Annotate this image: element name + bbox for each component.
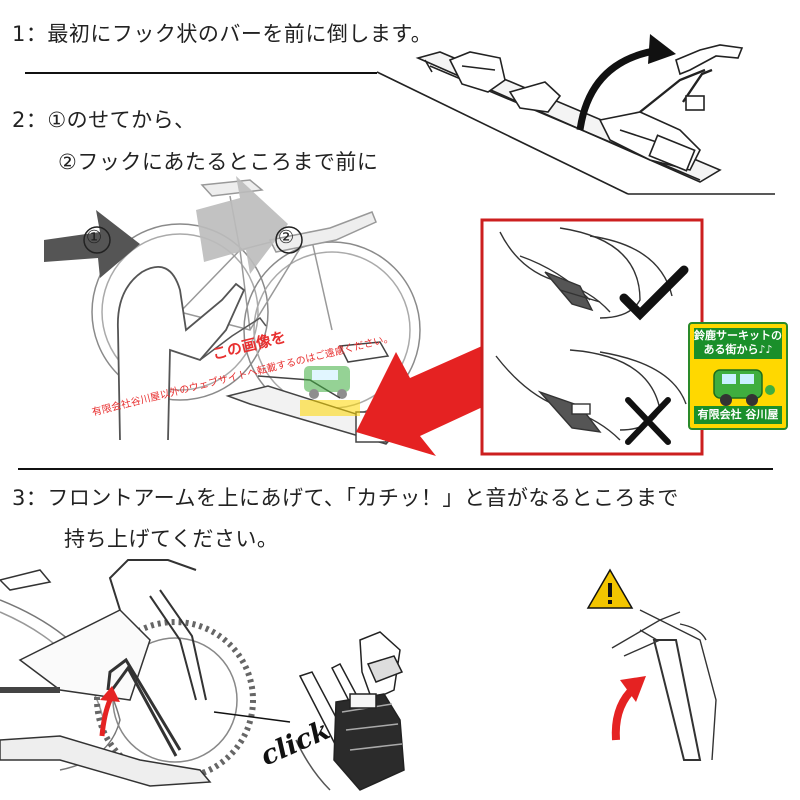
watermark-car-logo — [300, 366, 360, 416]
step3-bike-illustration — [0, 559, 291, 787]
badge-bottom-text: 有限会社 谷川屋 — [694, 406, 782, 424]
step3-text-line2: 持ち上げてください。 — [64, 527, 279, 551]
marker-2: ② — [278, 227, 295, 248]
marker-circle-2 — [275, 226, 303, 254]
divider-2 — [18, 468, 773, 470]
step1-text: 1：最初にフック状のバーを前に倒します。 — [12, 22, 433, 46]
badge-car-icon — [713, 369, 775, 406]
warning-detail — [586, 568, 717, 761]
marker-1: ① — [86, 227, 103, 248]
step3-text-line1: 3：フロントアームを上にあげて、「カチッ！」と音がなるところまで — [12, 486, 679, 510]
clamp-detail — [295, 631, 405, 791]
shop-badge: 鈴鹿サーキットの ある街から♪♪ 有限会社 谷川屋 — [688, 322, 788, 430]
step2-text-line2: ②フックにあたるところまで前に — [58, 150, 379, 174]
badge-top-text: 鈴鹿サーキットの ある街から♪♪ — [694, 328, 782, 359]
hook-detail-inset — [480, 218, 704, 456]
step1-rack-illustration — [376, 34, 775, 195]
step2-text-line1: 2：①のせてから、 — [12, 108, 196, 132]
divider-1 — [25, 72, 377, 74]
step2-loading-illustration — [44, 176, 502, 456]
marker-circle-1 — [83, 226, 111, 254]
